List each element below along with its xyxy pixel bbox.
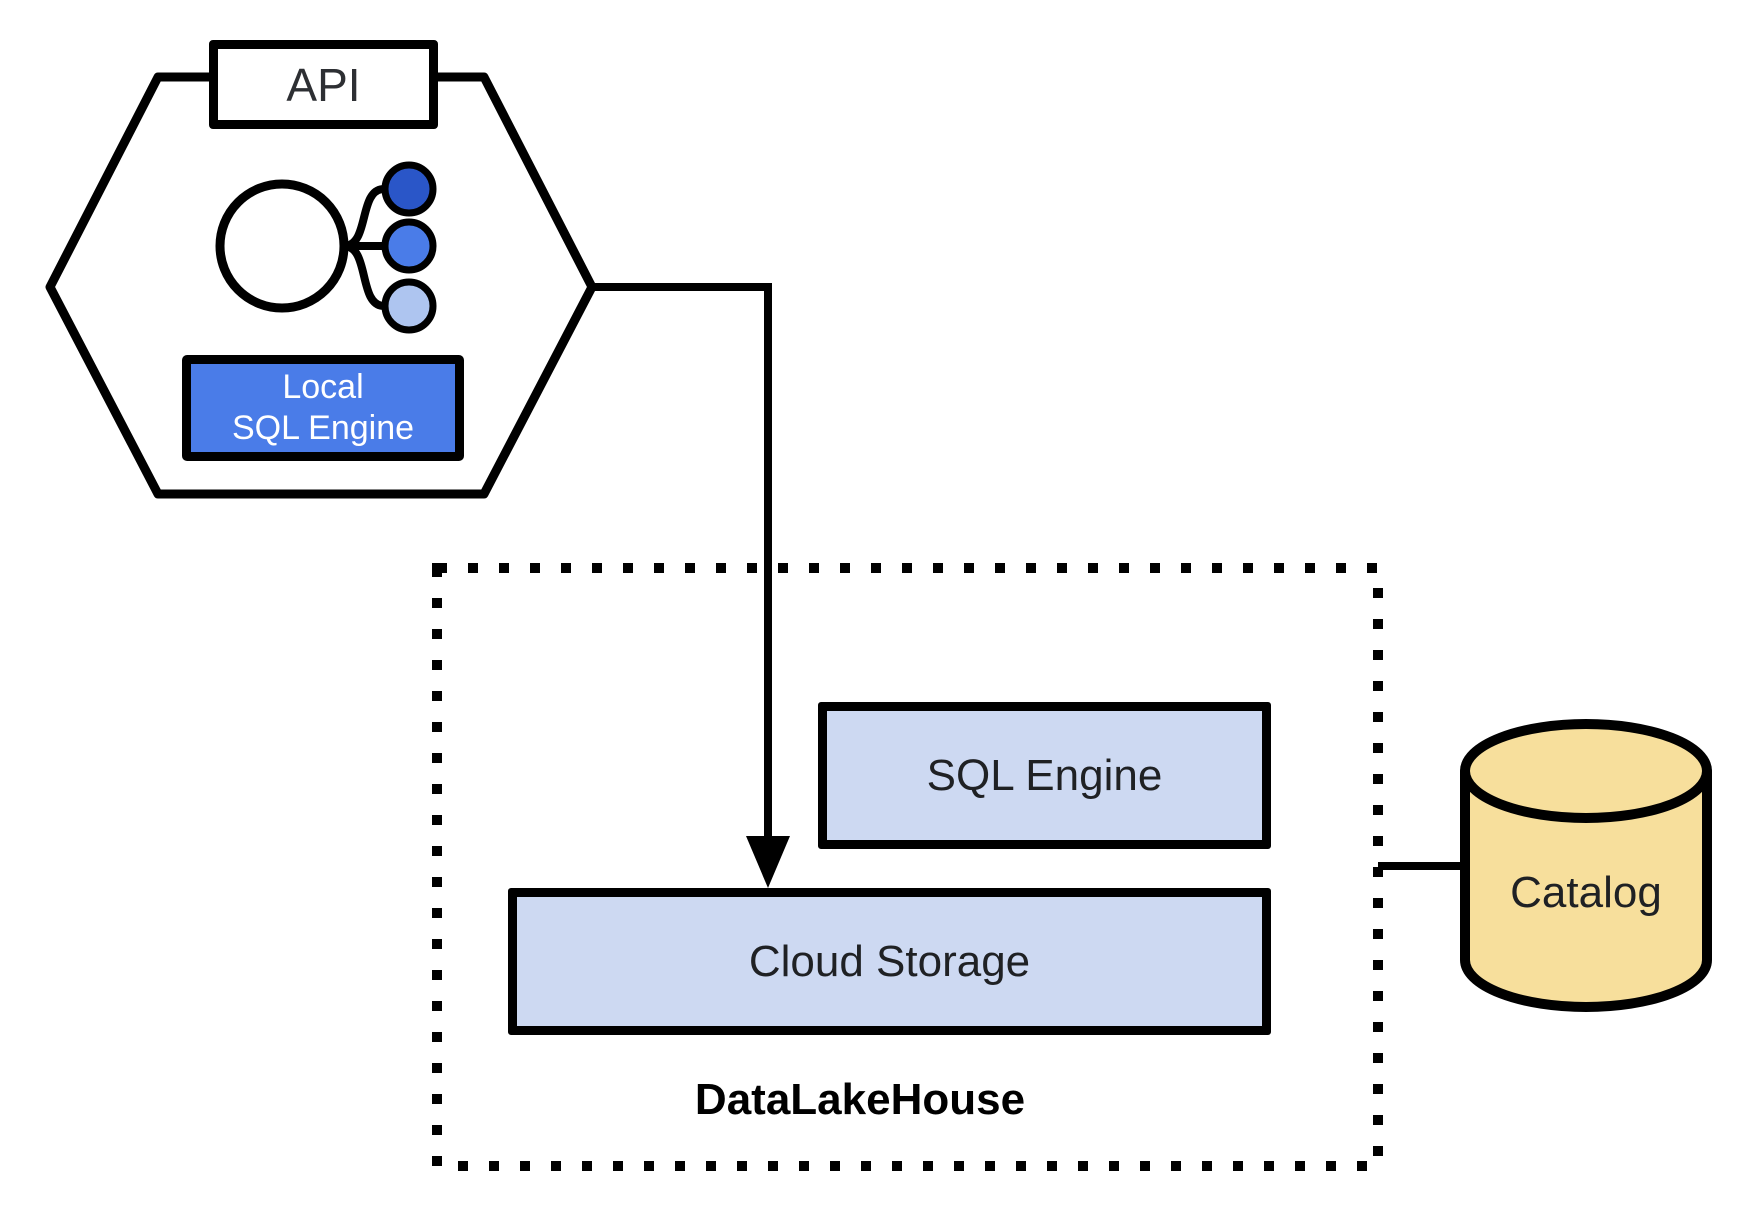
sql-engine-box: SQL Engine bbox=[818, 702, 1271, 849]
query-fanout-icon bbox=[215, 161, 437, 334]
cloud-storage-label: Cloud Storage bbox=[748, 936, 1031, 986]
cloud-storage-box: Cloud Storage bbox=[508, 888, 1271, 1035]
api-box: API bbox=[209, 40, 438, 129]
fanout-branch-bottom bbox=[343, 242, 385, 310]
api-label: API bbox=[286, 58, 361, 111]
catalog-label: Catalog bbox=[1510, 868, 1662, 917]
local-sql-engine-label-line2: SQL Engine bbox=[231, 409, 415, 447]
fanout-dot-light-blue bbox=[381, 278, 437, 334]
catalog-cylinder-body bbox=[1460, 766, 1712, 1012]
catalog-cylinder-top bbox=[1460, 719, 1712, 823]
query-source-circle bbox=[215, 179, 349, 313]
client-to-storage-arrow-line bbox=[592, 283, 772, 838]
catalog-cylinder bbox=[1460, 719, 1712, 1012]
client-to-storage-arrowhead bbox=[746, 836, 790, 888]
fanout-dot-medium-blue bbox=[381, 218, 437, 274]
local-sql-engine-label-line1: Local bbox=[282, 367, 364, 406]
fanout-dot-dark-blue bbox=[381, 161, 437, 217]
datalakehouse-title: DataLakeHouse bbox=[694, 1075, 1026, 1124]
local-sql-engine-box: Local SQL Engine bbox=[182, 355, 464, 461]
sql-engine-label: SQL Engine bbox=[926, 750, 1163, 800]
